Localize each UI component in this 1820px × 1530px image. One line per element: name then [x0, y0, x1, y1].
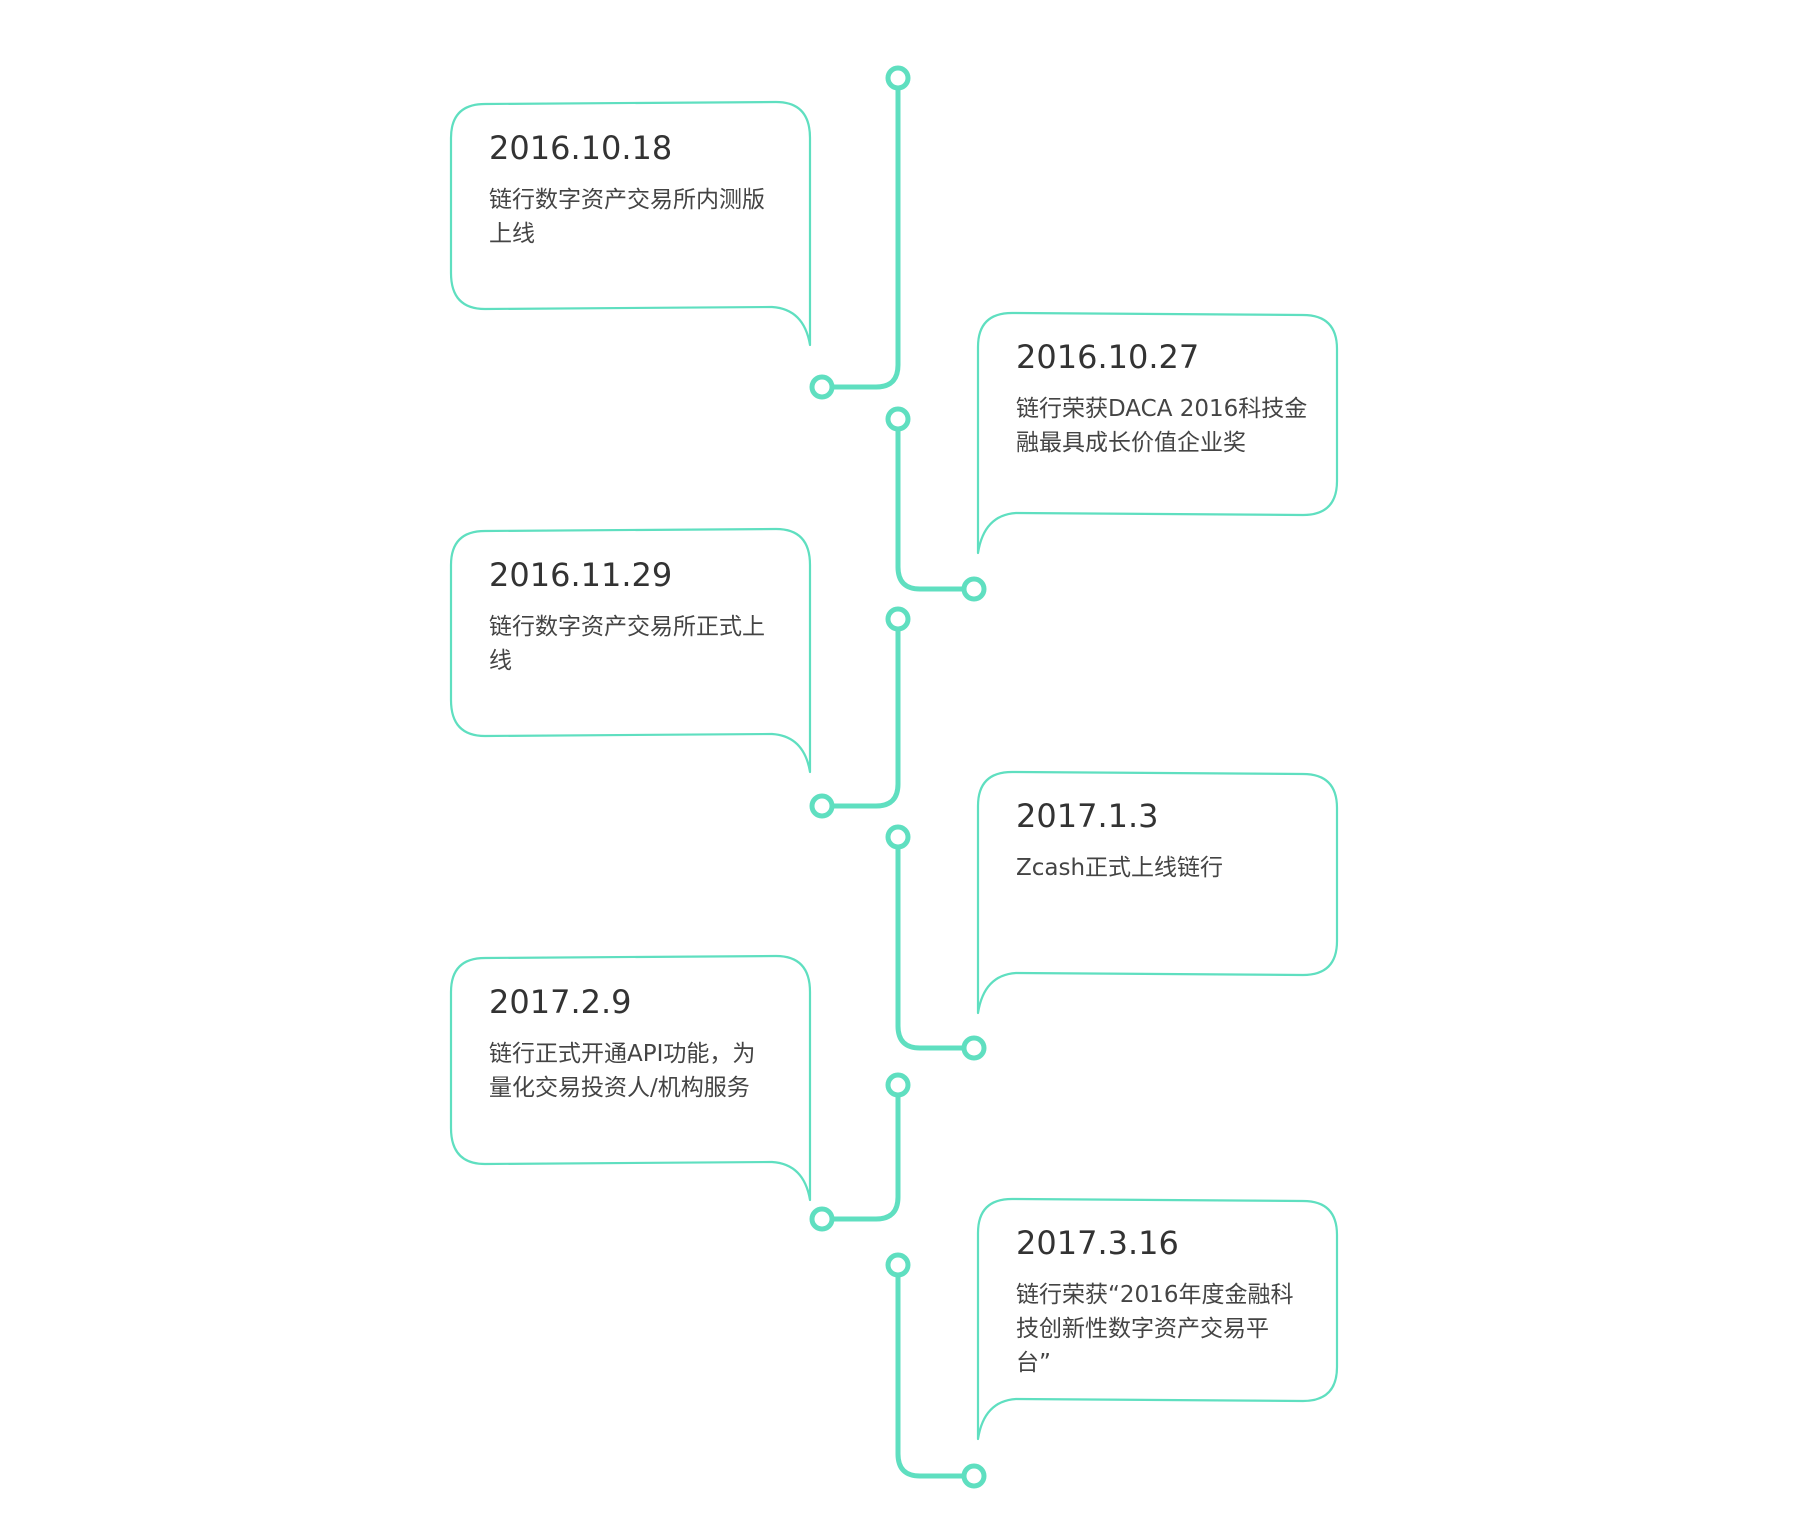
- event-description-line: 融最具成长价值企业奖: [1016, 430, 1246, 456]
- event-description-line: 链行数字资产交易所正式上: [489, 614, 765, 640]
- event-bubble: [449, 954, 812, 1202]
- event-description-line: 台”: [1016, 1350, 1051, 1376]
- timeline-start-dot: [885, 65, 911, 91]
- timeline-start-dot: [885, 1072, 911, 1098]
- event-description-line: 技创新性数字资产交易平: [1016, 1316, 1269, 1342]
- timeline-connector: [819, 75, 901, 390]
- timeline-start-dot: [885, 406, 911, 432]
- timeline-start-dot: [885, 606, 911, 632]
- timeline-connector: [895, 1262, 977, 1479]
- event-description-line: 链行荣获“2016年度金融科: [1016, 1282, 1293, 1308]
- timeline-end-dot: [961, 576, 987, 602]
- event-bubble: [976, 770, 1339, 1015]
- event-date: 2017.2.9: [489, 983, 632, 1021]
- timeline-end-dot: [809, 1206, 835, 1232]
- event-description-line: Zcash正式上线链行: [1016, 855, 1223, 881]
- timeline-end-dot: [809, 374, 835, 400]
- event-bubble: [449, 100, 812, 347]
- event-description-line: 线: [489, 648, 512, 674]
- event-date: 2017.3.16: [1016, 1224, 1179, 1262]
- event-bubble: [449, 527, 812, 774]
- event-description-line: 量化交易投资人/机构服务: [489, 1075, 750, 1101]
- timeline-start-dot: [885, 1252, 911, 1278]
- event-date: 2016.10.27: [1016, 338, 1199, 376]
- event-description-line: 链行正式开通API功能，为: [489, 1041, 755, 1067]
- timeline-connector: [895, 834, 977, 1051]
- event-description-line: 链行荣获DACA 2016科技金: [1016, 396, 1307, 422]
- timeline-end-dot: [961, 1035, 987, 1061]
- timeline-end-dot: [809, 793, 835, 819]
- timeline-connector: [819, 616, 901, 809]
- event-description-line: 上线: [489, 221, 535, 247]
- event-bubble: [976, 311, 1339, 555]
- timeline-start-dot: [885, 824, 911, 850]
- event-date: 2016.11.29: [489, 556, 672, 594]
- event-description-line: 链行数字资产交易所内测版: [489, 187, 765, 213]
- timeline-end-dot: [961, 1463, 987, 1489]
- event-date: 2016.10.18: [489, 129, 672, 167]
- event-date: 2017.1.3: [1016, 797, 1159, 835]
- timeline-connector: [819, 1082, 901, 1222]
- event-bubble: [976, 1197, 1339, 1441]
- timeline-connector: [895, 416, 977, 592]
